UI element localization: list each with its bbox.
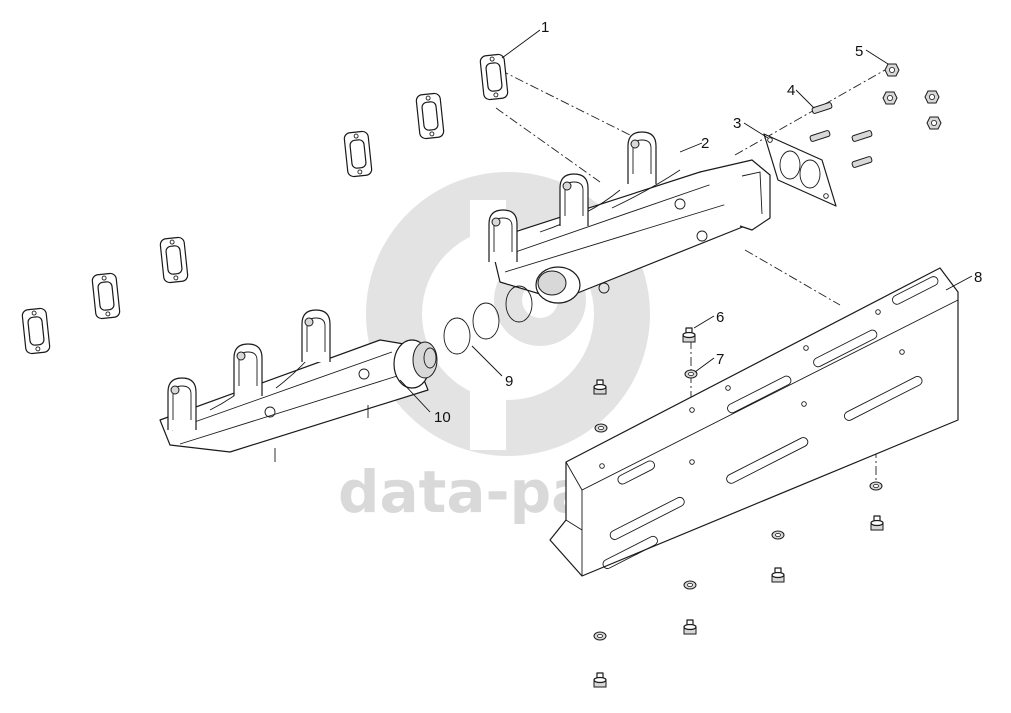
callout-8: 8 xyxy=(974,269,982,286)
rear-manifold-section xyxy=(488,131,771,304)
alignment-lines xyxy=(495,69,886,480)
callout-1: 1 xyxy=(541,19,549,36)
callout-3: 3 xyxy=(733,115,741,132)
heat-shield xyxy=(549,267,959,577)
turbo-flange-gasket xyxy=(763,133,837,207)
sealing-rings xyxy=(443,285,533,355)
callout-6: 6 xyxy=(716,309,724,326)
callout-labels: 1 2 3 4 5 6 7 8 9 10 xyxy=(434,19,982,426)
callout-9: 9 xyxy=(505,373,513,390)
callout-2: 2 xyxy=(701,135,709,152)
callout-5: 5 xyxy=(855,43,863,60)
callout-10: 10 xyxy=(434,409,451,426)
callout-4: 4 xyxy=(787,82,795,99)
front-manifold-section xyxy=(159,309,438,462)
callout-7: 7 xyxy=(716,351,724,368)
callout-leaders xyxy=(399,29,973,413)
nuts xyxy=(882,63,942,130)
